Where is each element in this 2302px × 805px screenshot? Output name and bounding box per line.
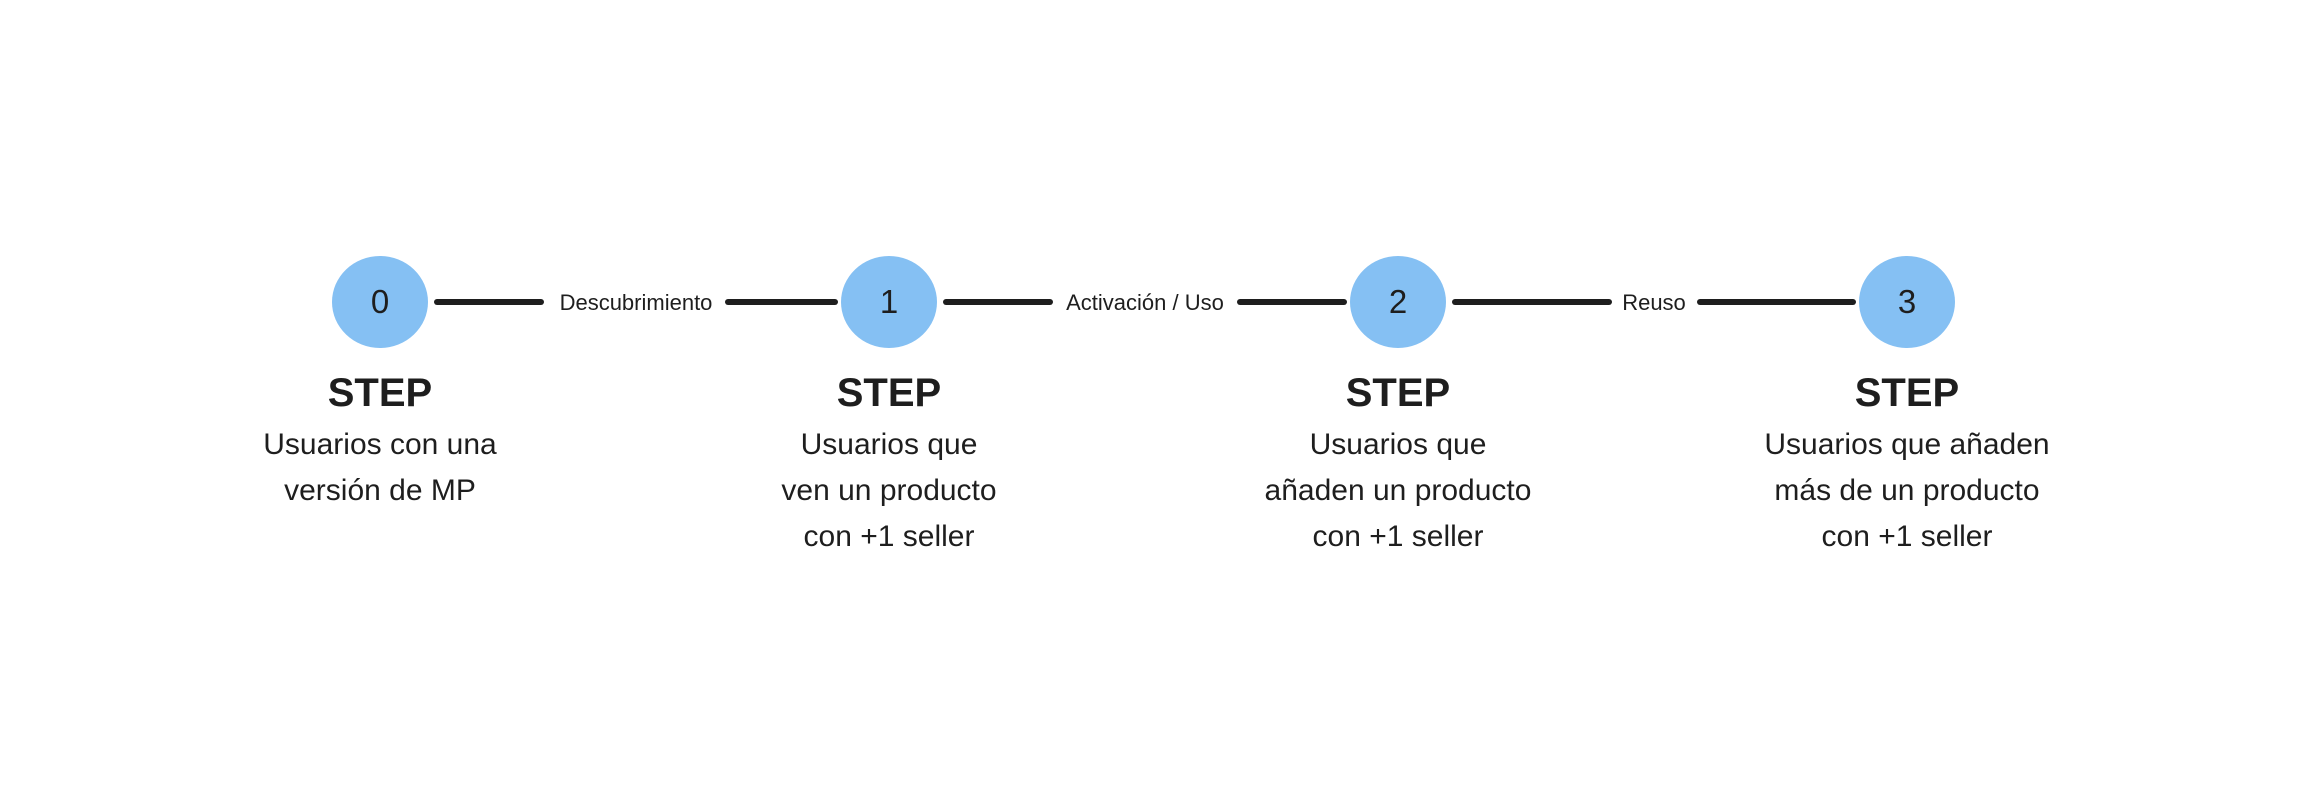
step-block-2: STEP Usuarios que añaden un producto con… xyxy=(1218,368,1578,560)
connector-line xyxy=(434,299,544,305)
connector-line xyxy=(725,299,838,305)
step-number: 0 xyxy=(370,283,390,320)
step-description-line: Usuarios con una xyxy=(263,428,497,461)
step-number: 1 xyxy=(879,283,899,320)
step-description-line: Usuarios que añaden xyxy=(1764,428,2050,461)
step-block-1: STEP Usuarios que ven un producto con +1… xyxy=(709,368,1069,560)
step-title: STEP xyxy=(327,371,433,415)
step-description-line: Usuarios que xyxy=(800,428,978,461)
connector-line xyxy=(1452,299,1612,305)
step-description-line: con +1 seller xyxy=(1312,520,1484,553)
connector-line xyxy=(943,299,1053,305)
step-title: STEP xyxy=(1345,371,1451,415)
step-title: STEP xyxy=(836,371,942,415)
step-node-3: 3 xyxy=(1859,256,1955,348)
connector-line xyxy=(1237,299,1347,305)
transition-label-0: Descubrimiento xyxy=(559,290,713,315)
step-description: Usuarios que ven un producto con +1 sell… xyxy=(709,422,1069,560)
step-description-line: Usuarios que xyxy=(1309,428,1487,461)
transition-label-2: Reuso xyxy=(1622,290,1686,315)
step-number: 2 xyxy=(1388,283,1408,320)
step-block-3: STEP Usuarios que añaden más de un produ… xyxy=(1727,368,2087,560)
step-node-1: 1 xyxy=(841,256,937,348)
step-title: STEP xyxy=(1854,371,1960,415)
step-number: 3 xyxy=(1897,283,1917,320)
step-block-0: STEP Usuarios con una versión de MP xyxy=(200,368,560,514)
step-node-2: 2 xyxy=(1350,256,1446,348)
step-description: Usuarios que añaden un producto con +1 s… xyxy=(1218,422,1578,560)
transition-label-1: Activación / Uso xyxy=(1066,290,1224,315)
step-description-line: versión de MP xyxy=(284,474,476,507)
step-description-line: más de un producto xyxy=(1774,474,2040,507)
step-description-line: añaden un producto xyxy=(1264,474,1532,507)
connector-line xyxy=(1697,299,1856,305)
step-description-line: con +1 seller xyxy=(803,520,975,553)
step-description: Usuarios que añaden más de un producto c… xyxy=(1727,422,2087,560)
step-description-line: ven un producto xyxy=(781,474,997,507)
step-node-0: 0 xyxy=(332,256,428,348)
step-description-line: con +1 seller xyxy=(1821,520,1993,553)
step-description: Usuarios con una versión de MP xyxy=(200,422,560,514)
